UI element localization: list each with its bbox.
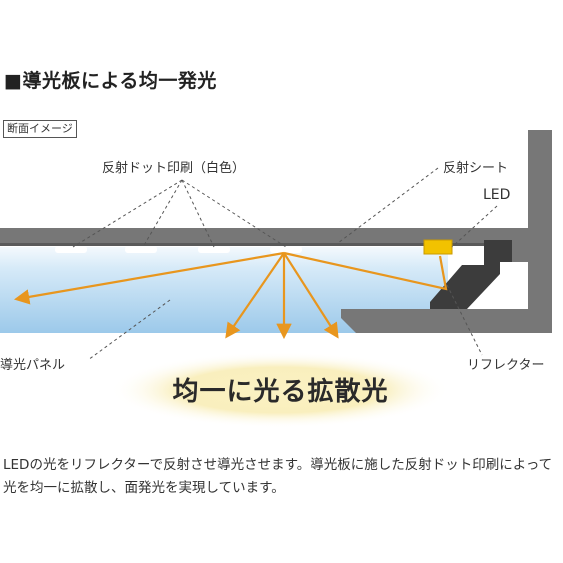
page-title: ■導光板による均一発光 — [4, 70, 217, 92]
led — [423, 239, 453, 255]
label-led: LED — [483, 187, 511, 203]
glow — [110, 352, 450, 428]
label-reflective-dots: 反射ドット印刷（白色） — [102, 161, 246, 176]
glow-caption: 均一に光る拡散光 — [172, 377, 389, 407]
light-rays — [13, 251, 448, 340]
leader-lines — [72, 167, 498, 361]
section-tag: 断面イメージ — [3, 120, 77, 138]
reflective-dots — [55, 246, 302, 253]
label-reflector: リフレクター — [467, 358, 545, 373]
reflective-sheet — [0, 228, 502, 244]
description-text: LEDの光をリフレクターで反射させ導光させます。導光板に施した反射ドット印刷によ… — [3, 457, 553, 496]
label-light-guide-panel: 導光パネル — [0, 358, 66, 373]
label-reflective-sheet: 反射シート — [443, 161, 509, 176]
frame — [341, 130, 552, 333]
